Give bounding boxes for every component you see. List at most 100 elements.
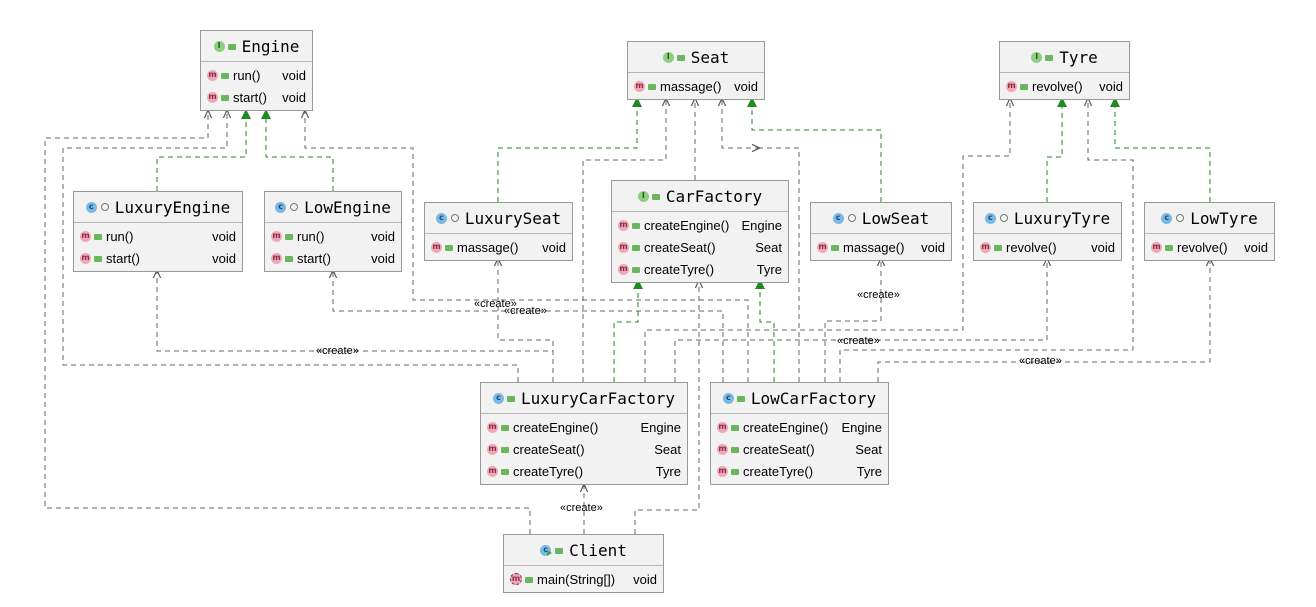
public-lock-icon bbox=[1045, 55, 1054, 61]
public-lock-icon bbox=[285, 256, 293, 262]
public-lock-icon bbox=[648, 84, 656, 90]
return-type: void bbox=[371, 250, 395, 266]
interface-icon: I bbox=[213, 40, 225, 52]
create-label: «create» bbox=[560, 502, 603, 514]
create-label: «create» bbox=[1019, 355, 1062, 367]
interface-icon: I bbox=[637, 190, 649, 202]
public-lock-icon bbox=[221, 73, 229, 79]
return-type: Engine bbox=[841, 419, 882, 435]
create-label: «create» bbox=[504, 305, 547, 317]
return-type: void bbox=[371, 228, 395, 244]
method-name: revolve() bbox=[1032, 78, 1083, 94]
public-lock-icon bbox=[445, 245, 453, 251]
method-icon: m bbox=[618, 219, 629, 231]
public-lock-icon bbox=[731, 469, 739, 475]
return-type: Tyre bbox=[655, 463, 681, 479]
public-lock-icon bbox=[632, 267, 640, 273]
method-icon: m bbox=[271, 252, 282, 264]
method-name: createSeat() bbox=[513, 441, 585, 457]
public-lock-icon bbox=[501, 447, 509, 453]
method-icon: m bbox=[1151, 241, 1162, 253]
method-icon: m bbox=[618, 263, 629, 275]
method-name: start() bbox=[106, 250, 140, 266]
public-lock-icon bbox=[501, 469, 509, 475]
public-lock-icon bbox=[94, 234, 102, 240]
method-name: massage() bbox=[457, 239, 519, 255]
client-uses-factory-b-edge bbox=[634, 280, 699, 534]
method-icon: m bbox=[207, 69, 218, 81]
method-icon: m bbox=[980, 241, 991, 253]
interface-icon: I bbox=[662, 51, 674, 63]
class-title: LuxuryEngine bbox=[114, 197, 231, 217]
method-name: start() bbox=[233, 89, 267, 105]
class-title: Engine bbox=[241, 36, 300, 56]
method-name: massage() bbox=[660, 78, 722, 94]
low-factory-creates-low-engine-edge bbox=[333, 270, 724, 382]
class-icon: c bbox=[492, 392, 504, 404]
class-icon: c bbox=[435, 212, 447, 224]
method-icon: m bbox=[717, 443, 728, 455]
low-factory-uses-seat-edge bbox=[760, 148, 800, 382]
package-visibility-icon bbox=[100, 203, 109, 211]
class-title: LowEngine bbox=[304, 197, 391, 217]
return-type: Seat bbox=[755, 239, 782, 255]
realization-edges bbox=[156, 97, 1211, 382]
public-lock-icon bbox=[555, 548, 564, 554]
return-type: void bbox=[633, 571, 657, 587]
low-engine-implements-engine-edge bbox=[261, 109, 334, 191]
low-factory-creates-low-seat-edge bbox=[824, 258, 881, 382]
return-type: void bbox=[282, 67, 306, 83]
class-icon: c bbox=[85, 201, 97, 213]
class-title: LuxurySeat bbox=[464, 208, 562, 228]
low-factory-implements-carfactory-edge bbox=[755, 279, 775, 382]
class-title: CarFactory bbox=[665, 186, 763, 206]
method-icon: m bbox=[207, 91, 218, 103]
public-lock-icon bbox=[506, 396, 515, 402]
public-lock-icon bbox=[1165, 245, 1173, 251]
return-type: Engine bbox=[640, 419, 681, 435]
return-type: void bbox=[1099, 78, 1123, 94]
return-type: Tyre bbox=[756, 261, 782, 277]
method-name: revolve() bbox=[1006, 239, 1057, 255]
method-name: massage() bbox=[843, 239, 905, 255]
public-lock-icon bbox=[94, 256, 102, 262]
method-icon: m bbox=[717, 421, 728, 433]
public-lock-icon bbox=[632, 245, 640, 251]
low-tyre-implements-tyre-edge bbox=[1110, 97, 1211, 202]
